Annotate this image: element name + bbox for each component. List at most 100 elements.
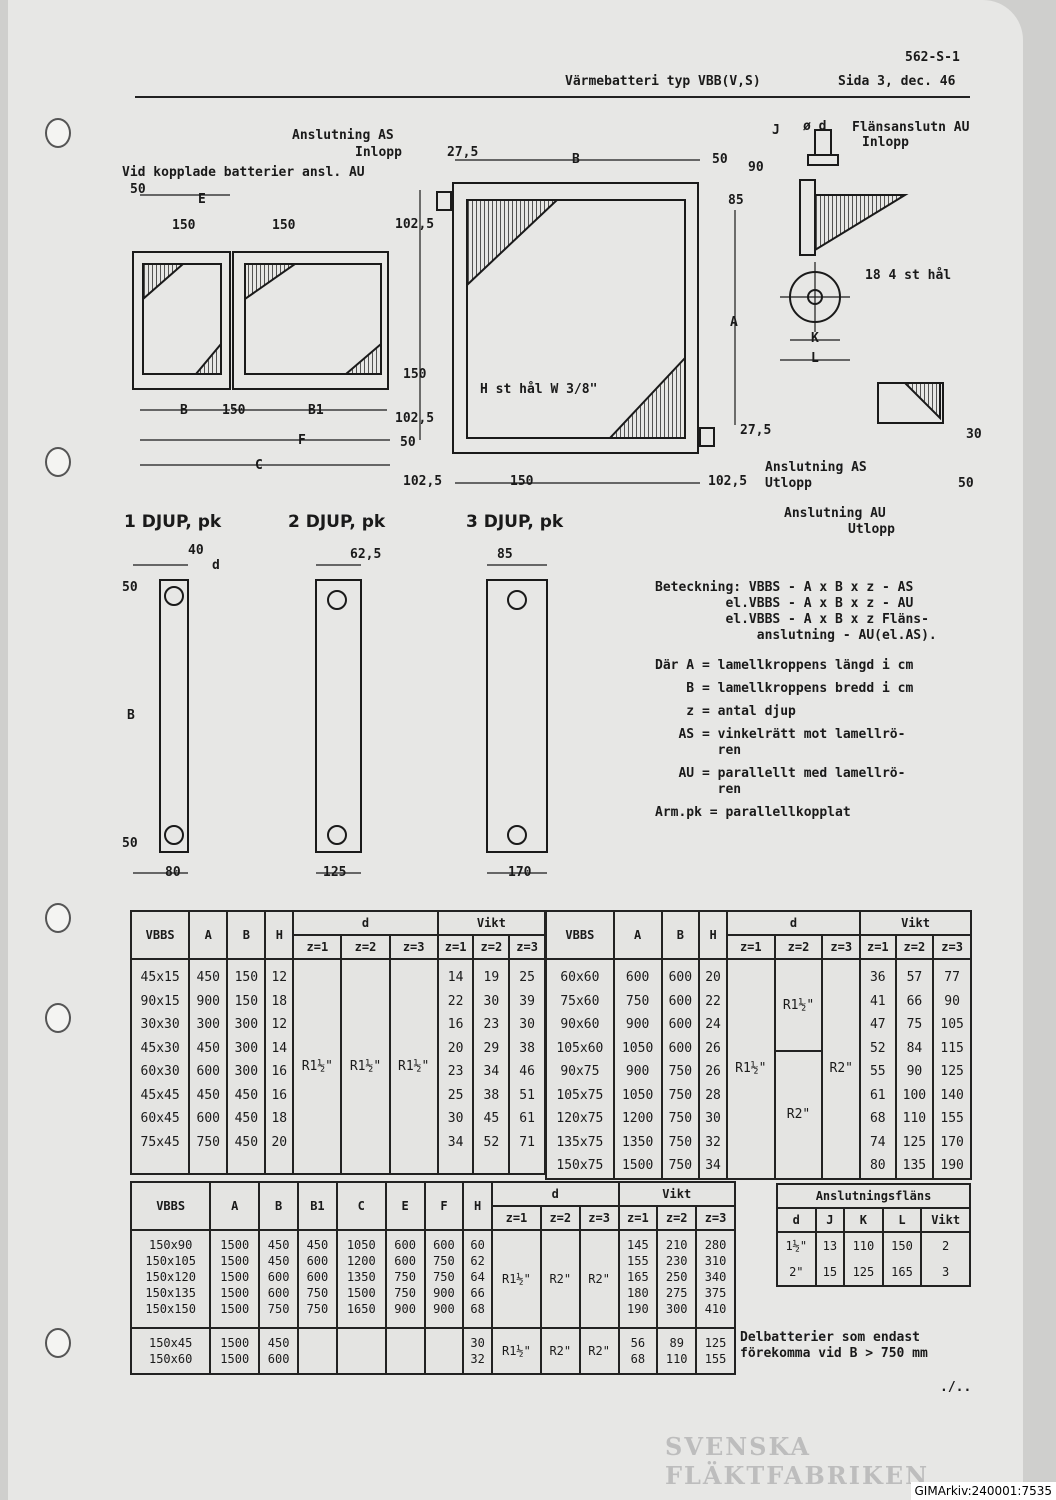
cell-vbbs: 45x15 90x15 30x30 45x30 60x30 45x45 60x4… xyxy=(129,958,191,1175)
punch-hole xyxy=(45,1003,71,1033)
col-header: z=1 xyxy=(436,934,475,960)
cell-h: 12 18 12 14 16 16 18 20 xyxy=(264,958,295,1175)
dim-label: 150 xyxy=(510,474,534,489)
col-header: z=1 xyxy=(859,934,897,960)
cell-vikt: 19 30 23 29 34 38 45 52 xyxy=(472,958,511,1175)
company-logo: SVENSKA FLÄKTFABRIKEN xyxy=(665,1432,930,1490)
col-header: K xyxy=(843,1207,884,1233)
col-header: H xyxy=(698,910,728,960)
cell-b: 600 600 600 600 750 750 750 750 750 xyxy=(660,958,701,1180)
col-header: B xyxy=(226,910,267,960)
dim-label: J xyxy=(772,123,780,138)
label-outlet-as: Anslutning AS xyxy=(765,460,867,475)
dim-label: 150 xyxy=(172,218,196,233)
cell-empty xyxy=(335,1327,387,1375)
legend-line: z = antal djup xyxy=(655,704,796,719)
dim-label: d xyxy=(212,558,220,573)
dim-label: K xyxy=(811,331,819,346)
dim-label: 80 xyxy=(165,865,181,880)
col-header: H xyxy=(462,1181,493,1231)
cell-vikt: 125 155 xyxy=(695,1327,736,1375)
heading-1-djup: 1 DJUP, pk xyxy=(124,512,222,532)
col-header: B1 xyxy=(297,1181,338,1231)
header-rule xyxy=(135,96,970,98)
cell-a: 600 750 900 1050 900 1050 1200 1350 1500 xyxy=(612,958,663,1180)
cell-vbbs: 150x45 150x60 xyxy=(129,1327,212,1375)
label-inlet: Inlopp xyxy=(862,135,909,150)
dim-label: L xyxy=(811,351,819,366)
col-header: z=1 xyxy=(490,1205,542,1231)
legend-line: B = lamellkroppens bredd i cm xyxy=(655,681,914,696)
col-header: E xyxy=(384,1181,426,1231)
punch-hole xyxy=(45,447,71,477)
dim-label: 170 xyxy=(508,865,532,880)
cell-vikt: 14 22 16 20 23 25 30 34 xyxy=(436,958,475,1175)
cell: 15 xyxy=(814,1259,846,1287)
label-bolt-holes: 18 4 st hål xyxy=(865,268,952,283)
dim-label: 85 xyxy=(497,547,513,562)
cell-c: 1050 1200 1350 1500 1650 xyxy=(335,1229,387,1329)
col-header: Vikt xyxy=(617,1181,736,1207)
cell-d: R1½" xyxy=(490,1229,542,1329)
cell-d: R1½" xyxy=(490,1327,542,1375)
cell-empty xyxy=(384,1327,426,1375)
col-header: VBBS xyxy=(129,1181,212,1231)
label-holes: H st hål W 3/8" xyxy=(480,382,598,397)
col-header: F xyxy=(423,1181,465,1231)
dim-label: 50 xyxy=(712,152,728,167)
dim-label: 50 xyxy=(122,836,138,851)
label-outlet: Utlopp xyxy=(765,476,812,491)
cell-d: R2" xyxy=(773,1050,824,1180)
continued-mark: ./.. xyxy=(940,1380,972,1395)
legend-line: ren xyxy=(655,782,742,797)
dim-label: 90 xyxy=(748,160,764,175)
cell: 165 xyxy=(881,1259,923,1287)
cell-h: 20 22 24 26 26 28 30 32 34 xyxy=(698,958,728,1180)
col-header: A xyxy=(209,1181,261,1231)
doc-title: Värmebatteri typ VBB(V,S) xyxy=(565,74,761,89)
page-info: Sida 3, dec. 46 xyxy=(838,74,956,89)
col-header: z=2 xyxy=(656,1205,698,1231)
dim-label: F xyxy=(298,433,306,448)
cell-b: 450 450 600 600 750 xyxy=(258,1229,300,1329)
dim-label: 150 xyxy=(403,367,427,382)
cell-vikt: 280 310 340 375 410 xyxy=(695,1229,736,1329)
cell-b1: 450 600 600 750 750 xyxy=(297,1229,338,1329)
col-header: z=1 xyxy=(617,1205,659,1231)
col-header: d xyxy=(776,1207,817,1233)
cell-d: R1½" xyxy=(773,958,824,1052)
col-header: Vikt xyxy=(920,1207,971,1233)
cell-vikt: 57 66 75 84 90 100 110 125 135 xyxy=(894,958,935,1180)
dim-label: E xyxy=(198,192,206,207)
cell-d: R2" xyxy=(578,1327,620,1375)
col-header: VBBS xyxy=(545,910,615,960)
col-header: Vikt xyxy=(436,910,547,936)
cell: 150 xyxy=(881,1231,923,1259)
cell: 3 xyxy=(920,1259,971,1287)
col-header: L xyxy=(881,1207,923,1233)
col-header: z=2 xyxy=(539,1205,581,1231)
cell: 110 xyxy=(843,1231,884,1259)
dim-label: 102,5 xyxy=(708,474,748,489)
table-title: Anslutningsfläns xyxy=(776,1183,971,1209)
dim-label: B xyxy=(180,403,188,418)
cell-b: 450 600 xyxy=(258,1327,300,1375)
col-header: z=1 xyxy=(725,934,776,960)
col-header: B xyxy=(258,1181,300,1231)
label-inlet-as: Anslutning AS xyxy=(292,128,394,143)
dim-label: ø d xyxy=(803,119,827,134)
dim-label: 27,5 xyxy=(740,423,772,438)
legend-line: AU = parallellt med lamellrö- xyxy=(655,766,906,781)
col-header: C xyxy=(335,1181,387,1231)
col-header: z=3 xyxy=(508,934,546,960)
cell-h: 30 32 xyxy=(462,1327,493,1375)
col-header: d xyxy=(292,910,439,936)
cell: 2" xyxy=(776,1259,817,1287)
legend-line: el.VBBS - A x B x z - AU xyxy=(655,596,914,611)
legend-line: Där A = lamellkroppens längd i cm xyxy=(655,658,914,673)
col-header: z=2 xyxy=(894,934,935,960)
legend-line: Beteckning: VBBS - A x B x z - AS xyxy=(655,580,914,595)
col-header: z=3 xyxy=(578,1205,620,1231)
